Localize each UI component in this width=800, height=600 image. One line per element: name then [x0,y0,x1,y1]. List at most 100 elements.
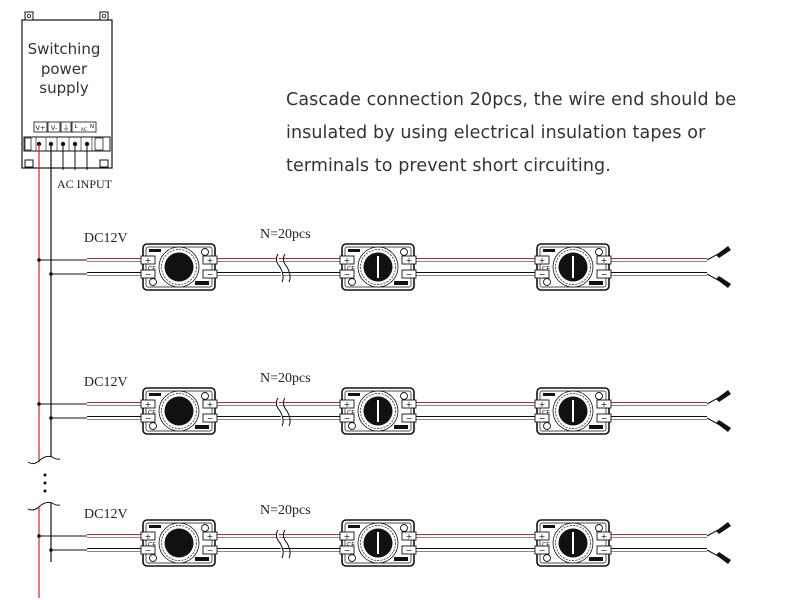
terminal-negative [534,545,550,555]
terminal-negative [596,269,612,279]
voltage-label: DC12V [84,375,128,390]
led-lens [164,396,194,426]
screw-hole-icon [348,278,356,286]
led-module: +−+−CE [534,387,612,435]
module-label-strip [589,425,603,429]
polarity-positive-label: + [539,400,546,409]
polarity-negative-label: − [207,414,214,423]
terminal-positive [534,255,550,265]
polarity-negative-label: − [406,414,413,423]
led-lens [164,528,194,558]
terminal-negative [202,545,218,555]
module-label-strip [543,525,555,528]
insulation-cap-icon [716,552,731,564]
polarity-positive-label: + [406,532,413,541]
terminal-positive [140,531,156,541]
polarity-negative-label: − [145,414,152,423]
cable-break-symbol [275,253,284,283]
led-module: +−+−CE [339,387,417,435]
polarity-positive-label: + [601,256,608,265]
ce-mark: CE [148,410,156,417]
polarity-positive-label: + [406,400,413,409]
screw-hole-icon [149,278,157,286]
screw-hole-icon [400,392,408,400]
note-line-1: Cascade connection 20pcs, the wire end s… [286,90,737,110]
module-label-strip [589,557,603,561]
count-label: N=20pcs [260,227,311,242]
count-label: N=20pcs [260,503,311,518]
terminal-negative [202,269,218,279]
terminal-negative [401,269,417,279]
led-lens [164,252,194,282]
module-label-strip [195,281,209,285]
terminal-positive [534,399,550,409]
terminal-negative [140,269,156,279]
polarity-positive-label: + [344,532,351,541]
polarity-negative-label: − [145,270,152,279]
junction-dot [49,548,53,552]
screw-hole-icon [595,524,603,532]
module-label-strip [348,393,360,396]
led-module: +−+−CE [534,519,612,567]
screw-hole-icon [543,278,551,286]
psu-title-line-3: supply [39,79,89,97]
screw-hole-icon [543,422,551,430]
terminal-negative [534,413,550,423]
screw-hole-icon [400,248,408,256]
module-label-strip [589,281,603,285]
polarity-positive-label: + [207,532,214,541]
polarity-negative-label: − [601,414,608,423]
polarity-negative-label: − [207,546,214,555]
module-label-strip [348,249,360,252]
polarity-positive-label: + [344,256,351,265]
terminal-positive [202,531,218,541]
insulation-cap-icon [716,390,731,402]
ce-mark: CE [347,266,355,273]
psu-title-line-2: power [41,60,88,78]
bus-break-upper [27,455,61,465]
polarity-positive-label: + [207,256,214,265]
polarity-positive-label: + [539,532,546,541]
junction-dot [37,258,41,262]
screw-hole-icon [149,554,157,562]
note-line-3: terminals to prevent short circuiting. [286,156,611,176]
psu-title-line-1: Switching [28,40,101,58]
terminal-negative [401,545,417,555]
installation-note: Cascade connection 20pcs, the wire end s… [286,84,766,183]
terminal-positive [339,531,355,541]
polarity-negative-label: − [344,270,351,279]
polarity-negative-label: − [601,546,608,555]
switching-power-supply: Switching power supply V+ V- ⏚ L AC N [21,11,113,191]
module-label-strip [394,425,408,429]
screw-hole-icon [348,422,356,430]
screw-hole-icon [201,524,209,532]
terminal-positive [339,255,355,265]
polarity-positive-label: + [601,532,608,541]
terminal-negative [596,545,612,555]
screw-hole-icon [595,248,603,256]
polarity-negative-label: − [406,546,413,555]
polarity-positive-label: + [145,400,152,409]
screw-hole-icon [543,554,551,562]
module-label-strip [195,425,209,429]
terminal-negative [339,545,355,555]
polarity-positive-label: + [145,532,152,541]
voltage-label: DC12V [84,231,128,246]
cable-break-symbol [282,253,291,283]
terminal-positive [202,255,218,265]
polarity-negative-label: − [406,270,413,279]
voltage-label: DC12V [84,507,128,522]
screw-hole-icon [149,422,157,430]
module-label-strip [149,525,161,528]
module-label-strip [543,249,555,252]
terminal-positive [401,531,417,541]
module-label-strip [394,557,408,561]
terminal-negative [140,413,156,423]
ellipsis-dot [43,473,47,477]
polarity-positive-label: + [145,256,152,265]
